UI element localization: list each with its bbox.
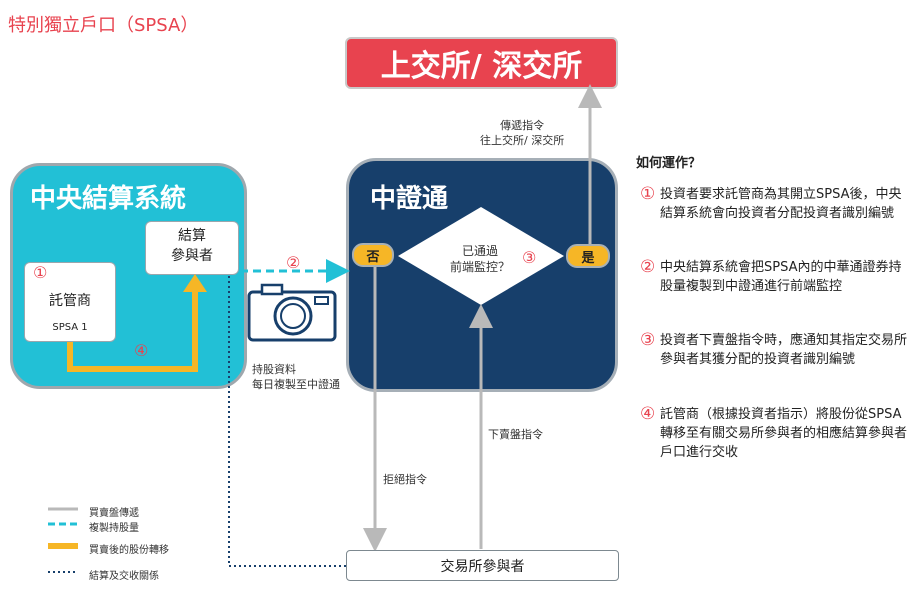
sell-order-annotation: 下賣盤指令: [488, 428, 543, 441]
step-number: ②: [640, 257, 656, 277]
step-item: ② 中央結算系統會把SPSA內的中華通證券持股量複製到中證通進行前端監控: [640, 258, 910, 296]
step-text: 託管商（根據投資者指示）將股份從SPSA轉移至有關交易所參與者的相應結算參與者戶…: [660, 407, 908, 460]
transmit-annotation: 傳遞指令 往上交所/ 深交所: [480, 118, 564, 148]
spsa-label: SPSA 1: [52, 322, 88, 333]
step-item: ③ 投資者下賣盤指令時，應通知其指定交易所參與者其獲分配的投資者識別編號: [640, 331, 910, 369]
how-it-works-title: 如何運作？: [636, 156, 702, 171]
front-end-check-label: 已通過 前端監控？: [426, 243, 534, 275]
step-text: 投資者要求託管商為其開立SPSA後，中央結算系統會向投資者分配投資者識別編號: [660, 187, 902, 221]
holdings-annotation: 持股資料 每日複製至中證通: [252, 362, 340, 392]
holdings-line2: 每日複製至中證通: [252, 378, 340, 391]
transmit-line2: 往上交所/ 深交所: [480, 134, 565, 147]
step-number: ④: [640, 404, 656, 424]
yes-badge: 是: [566, 244, 610, 268]
clearing-participant-line2: 參與者: [171, 248, 213, 264]
camera-icon: [247, 283, 337, 342]
clearing-participant-line1: 結算: [178, 228, 206, 244]
legend-label-settlement: 結算及交收關係: [89, 571, 159, 582]
ccass-title: 中央結算系統: [30, 184, 187, 214]
custodian-box: [24, 262, 116, 342]
exchange-participant-box: 交易所參與者: [346, 550, 619, 581]
custodian-label: 託管商: [49, 293, 91, 309]
reject-order-annotation: 拒絕指令: [383, 473, 427, 486]
step-number: ①: [640, 184, 656, 204]
arrow-share-transfer-head: [183, 274, 207, 292]
clearing-participant-box: [145, 221, 239, 275]
step-text: 投資者下賣盤指令時，應通知其指定交易所參與者其獲分配的投資者識別編號: [660, 333, 908, 367]
step-text: 中央結算系統會把SPSA內的中華通證券持股量複製到中證通進行前端監控: [660, 260, 902, 294]
front-end-check-diamond: [398, 207, 564, 305]
marker-two: ②: [286, 253, 301, 272]
legend-label-copy-holdings: 複製持股量: [89, 523, 139, 534]
marker-one: ①: [33, 263, 48, 282]
china-connect-title: 中證通: [370, 184, 449, 214]
no-badge: 否: [352, 243, 394, 267]
clearing-participant-label: 結算 參與者: [145, 226, 239, 266]
check-line2: 前端監控？: [449, 260, 510, 274]
legend-label-share-transfer: 買賣後的股份轉移: [89, 545, 169, 556]
legend-label-order-routing: 買賣盤傳遞: [89, 508, 139, 519]
exchange-box: 上交所/ 深交所: [345, 37, 618, 89]
step-item: ① 投資者要求託管商為其開立SPSA後，中央結算系統會向投資者分配投資者識別編號: [640, 185, 910, 223]
marker-four: ④: [134, 341, 149, 360]
marker-three: ③: [522, 248, 537, 267]
transmit-line1: 傳遞指令: [500, 119, 545, 132]
ccass-box: [10, 163, 247, 389]
check-line1: 已通過: [461, 244, 498, 258]
step-item: ④ 託管商（根據投資者指示）將股份從SPSA轉移至有關交易所參與者的相應結算參與…: [640, 405, 910, 462]
step-number: ③: [640, 330, 656, 350]
arrow-share-transfer: [67, 290, 198, 372]
settlement-relation-line: [228, 276, 346, 567]
holdings-line1: 持股資料: [252, 363, 296, 376]
page-title: 特別獨立戶口（SPSA）: [8, 15, 199, 36]
